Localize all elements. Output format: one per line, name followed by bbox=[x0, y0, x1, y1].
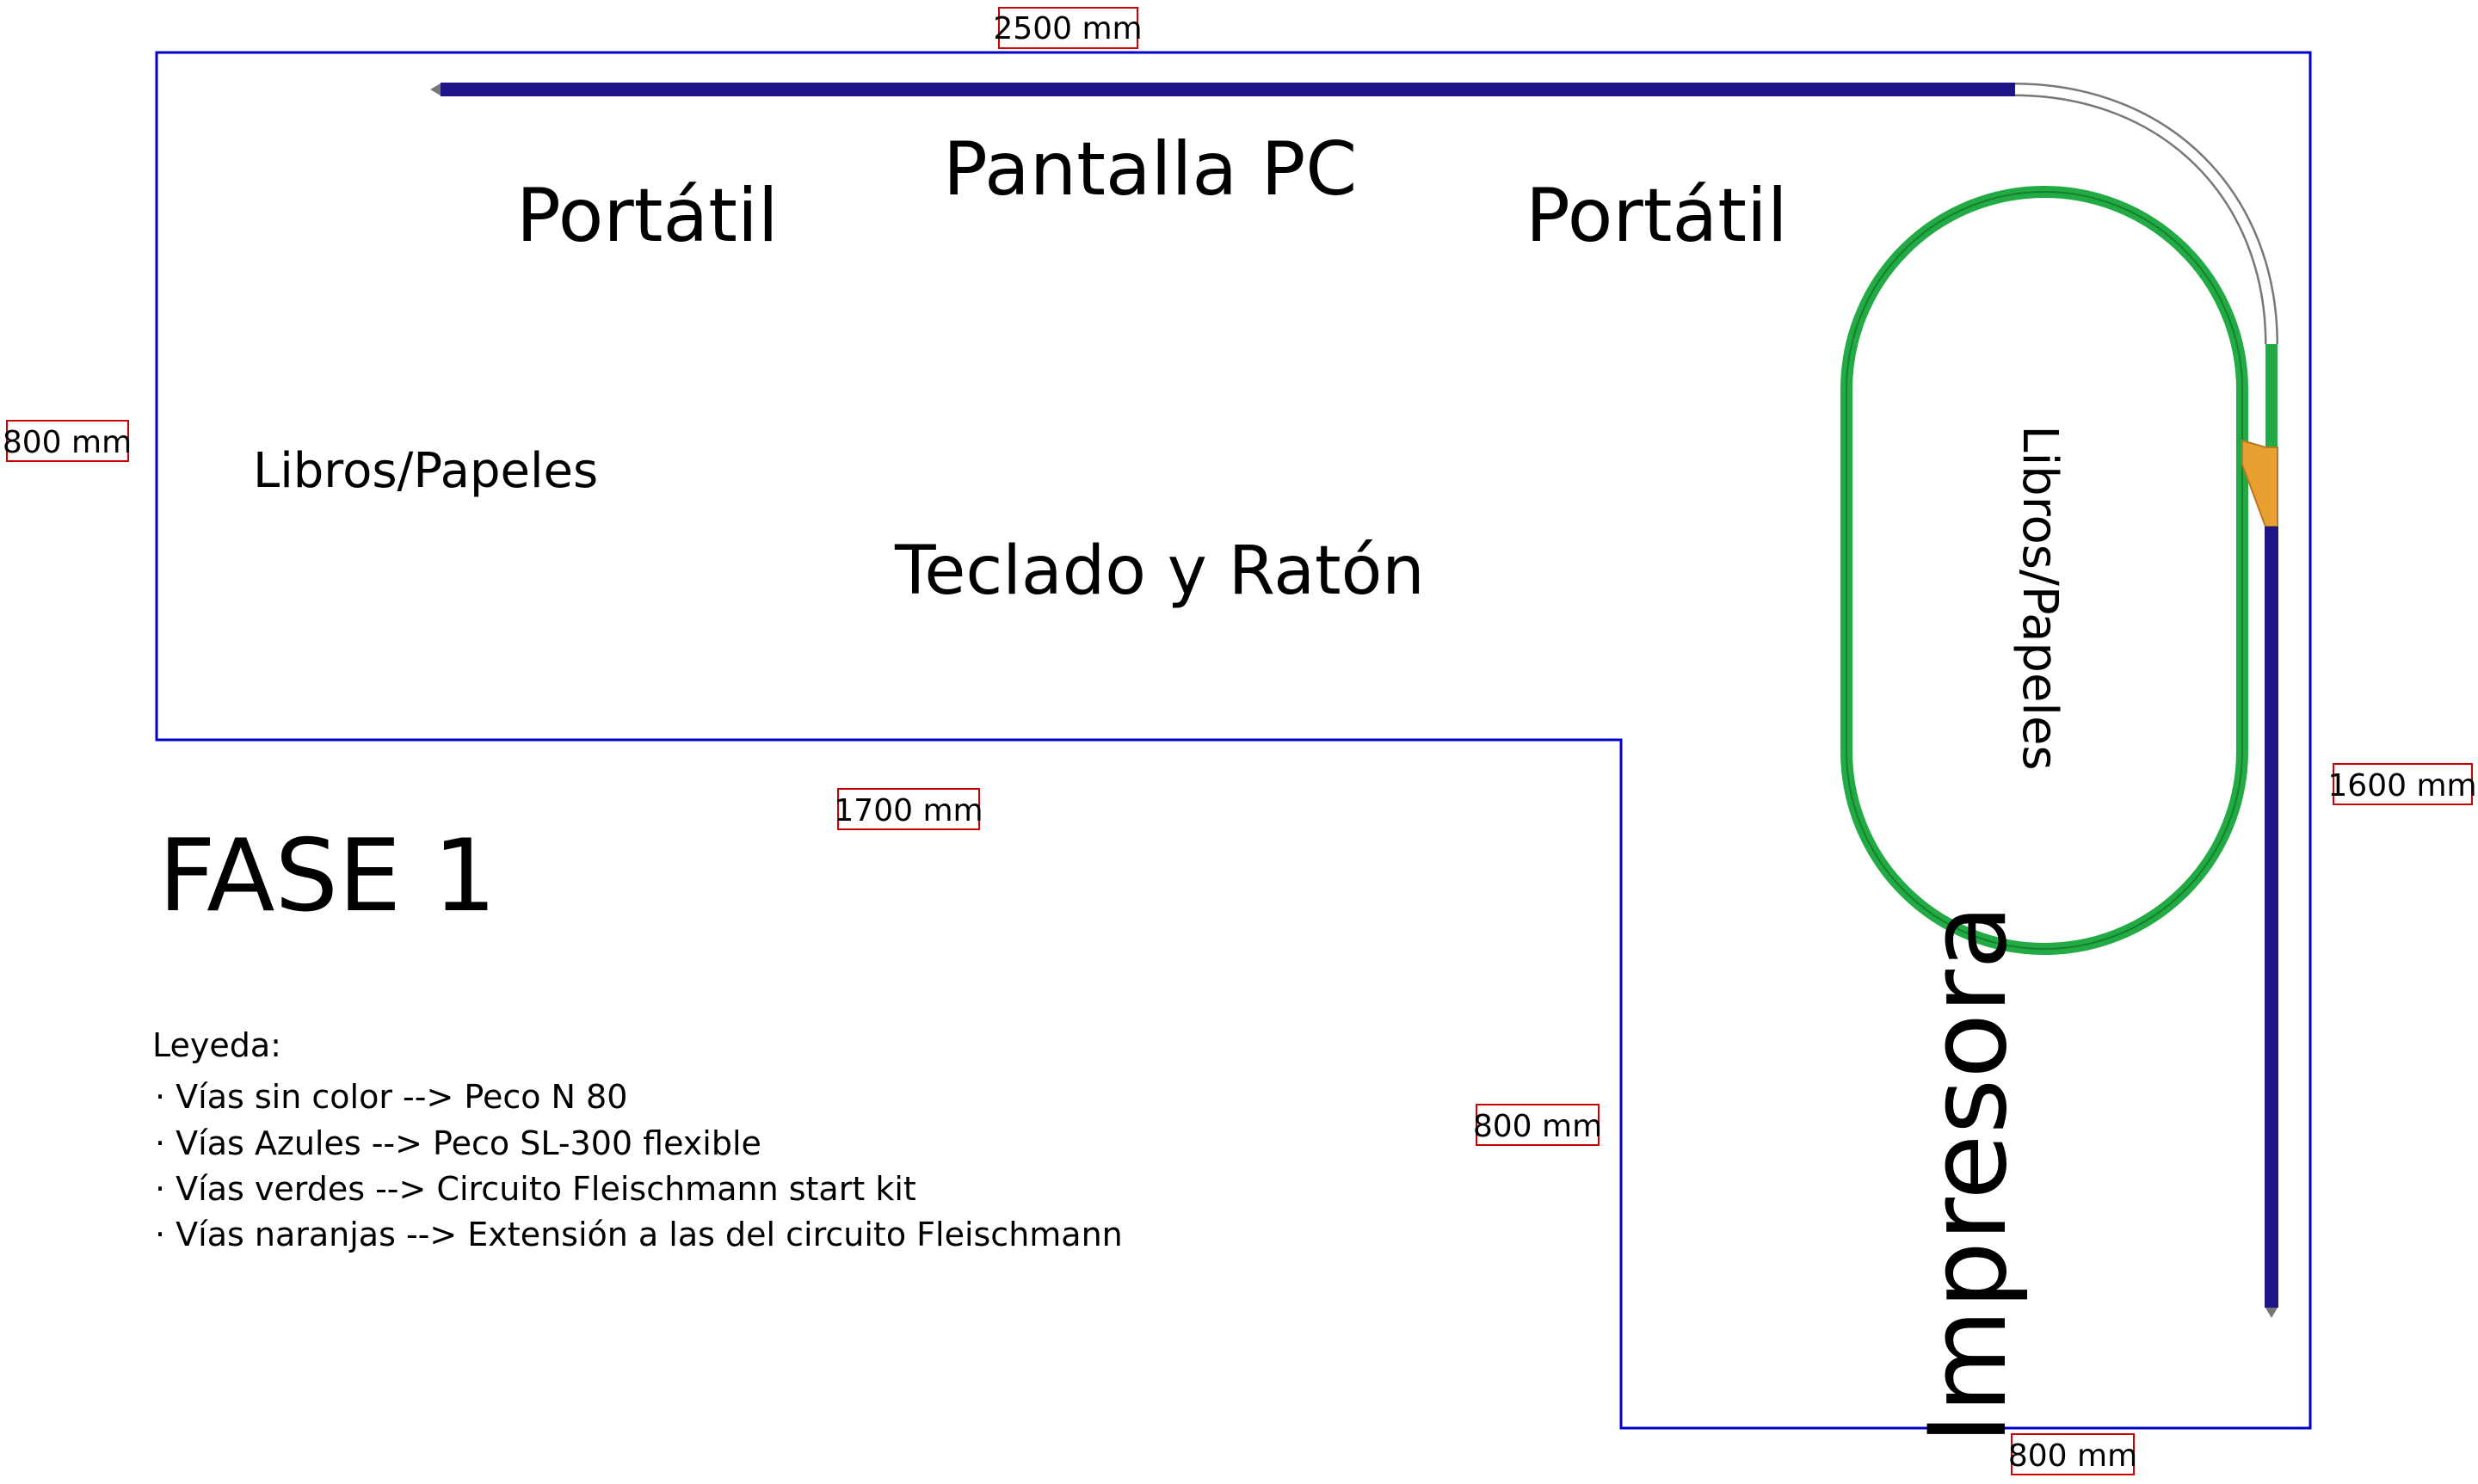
dim-bottom-box bbox=[2011, 1433, 2135, 1475]
phase-title: FASE 1 bbox=[158, 818, 496, 934]
dim-inner-vertical-box bbox=[1476, 1104, 1600, 1146]
label-impresora: Impresora bbox=[1907, 904, 2031, 1444]
label-libros-right: Libros/Papeles bbox=[2012, 425, 2068, 770]
legend-item-orange: · Vías naranjas --> Extensión a las del … bbox=[155, 1216, 1123, 1253]
label-portatil-right: Portátil bbox=[1526, 173, 1788, 259]
track-blue-top-end bbox=[430, 83, 441, 95]
label-portatil-left: Portátil bbox=[516, 173, 779, 259]
label-pantalla-pc: Pantalla PC bbox=[943, 126, 1357, 212]
track-uncolored-curve-inner bbox=[2013, 84, 2277, 345]
label-teclado: Teclado y Ratón bbox=[894, 533, 1425, 610]
legend-item-blue: · Vías Azules --> Peco SL-300 flexible bbox=[155, 1124, 761, 1162]
dim-inner-horizontal: 1700 mm bbox=[834, 793, 983, 828]
legend-item-green: · Vías verdes --> Circuito Fleischmann s… bbox=[155, 1170, 916, 1208]
dim-inner-horizontal-box bbox=[837, 788, 980, 830]
dim-left-box bbox=[6, 420, 129, 462]
dim-bottom: 800 mm bbox=[2008, 1438, 2137, 1474]
desk-outline bbox=[155, 51, 2312, 1430]
legend-item-uncolored: · Vías sin color --> Peco N 80 bbox=[155, 1078, 627, 1116]
dim-right-box bbox=[2333, 763, 2473, 805]
dim-right: 1600 mm bbox=[2327, 768, 2476, 804]
dim-top: 2500 mm bbox=[993, 11, 1142, 46]
dim-left: 800 mm bbox=[3, 425, 132, 460]
legend-title: Leyeda: bbox=[152, 1026, 281, 1064]
dim-top-box bbox=[998, 7, 1138, 49]
track-green-oval-rail bbox=[1846, 191, 2243, 950]
dim-inner-vertical: 800 mm bbox=[1473, 1109, 1602, 1144]
label-libros-left: Libros/Papeles bbox=[253, 443, 598, 499]
track-blue-right-end bbox=[2265, 1308, 2278, 1318]
